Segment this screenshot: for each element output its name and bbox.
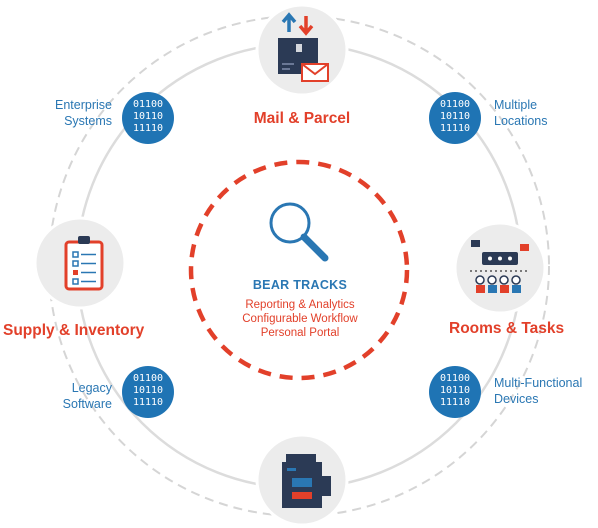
hub-title-mail-parcel: Mail & Parcel [253, 110, 351, 127]
binary-line: 11110 [439, 123, 471, 134]
center-dashed-circle [188, 159, 410, 381]
package-mail-icon [278, 12, 329, 82]
binary-text-bottom-right: 01100 10110 11110 [433, 373, 477, 409]
data-node-devices [429, 366, 481, 418]
label-line: Enterprise [55, 98, 112, 112]
clipboard-checklist-icon [64, 236, 104, 291]
label-line: Software [62, 397, 112, 411]
hub-title-rooms-tasks: Rooms & Tasks [449, 320, 565, 337]
center-feature: Configurable Workflow [242, 313, 358, 325]
binary-line: 11110 [132, 123, 164, 134]
binary-line: 01100 [439, 373, 471, 384]
hub-mail-parcel [255, 3, 349, 97]
binary-line: 11110 [132, 397, 164, 408]
label-enterprise-systems: Enterprise Systems [20, 97, 112, 129]
magnifier-icon [269, 202, 329, 262]
label-line: Devices [494, 392, 539, 406]
center-title: BEAR TRACKS [252, 278, 348, 292]
binary-text-bottom-left: 01100 10110 11110 [126, 373, 170, 409]
hub-rooms-tasks [453, 221, 547, 315]
binary-line: 10110 [439, 111, 471, 122]
center-feature: Reporting & Analytics [245, 299, 355, 311]
center-feature: Personal Portal [260, 327, 340, 339]
data-node-locations [429, 92, 481, 144]
label-multiple-locations: Multiple Locations [494, 97, 548, 129]
label-line: Locations [494, 114, 548, 128]
label-legacy-software: Legacy Software [20, 380, 112, 412]
label-line: Systems [64, 114, 112, 128]
label-line: Multiple [494, 98, 538, 112]
binary-line: 10110 [132, 111, 164, 122]
binary-line: 10110 [439, 385, 471, 396]
hub-copier [255, 433, 349, 527]
binary-text-top-left: 01100 10110 11110 [126, 99, 170, 135]
binary-line: 01100 [439, 99, 471, 110]
label-multi-functional-devices: Multi-Functional Devices [494, 375, 582, 407]
binary-line: 11110 [439, 397, 471, 408]
label-line: Legacy [71, 381, 112, 395]
binary-line: 01100 [132, 99, 164, 110]
center-text-block: BEAR TRACKS Reporting & Analytics Config… [220, 278, 380, 340]
data-node-enterprise [122, 92, 174, 144]
binary-text-top-right: 01100 10110 11110 [433, 99, 477, 135]
label-line: Multi-Functional [494, 376, 583, 390]
hub-title-supply-inventory: Supply & Inventory [3, 322, 145, 339]
data-node-legacy [122, 366, 174, 418]
binary-line: 10110 [132, 385, 164, 396]
binary-line: 01100 [132, 373, 164, 384]
copier-printer-icon [282, 454, 331, 508]
hub-supply-inventory [33, 216, 127, 310]
rooms-meeting-icon [470, 240, 530, 293]
